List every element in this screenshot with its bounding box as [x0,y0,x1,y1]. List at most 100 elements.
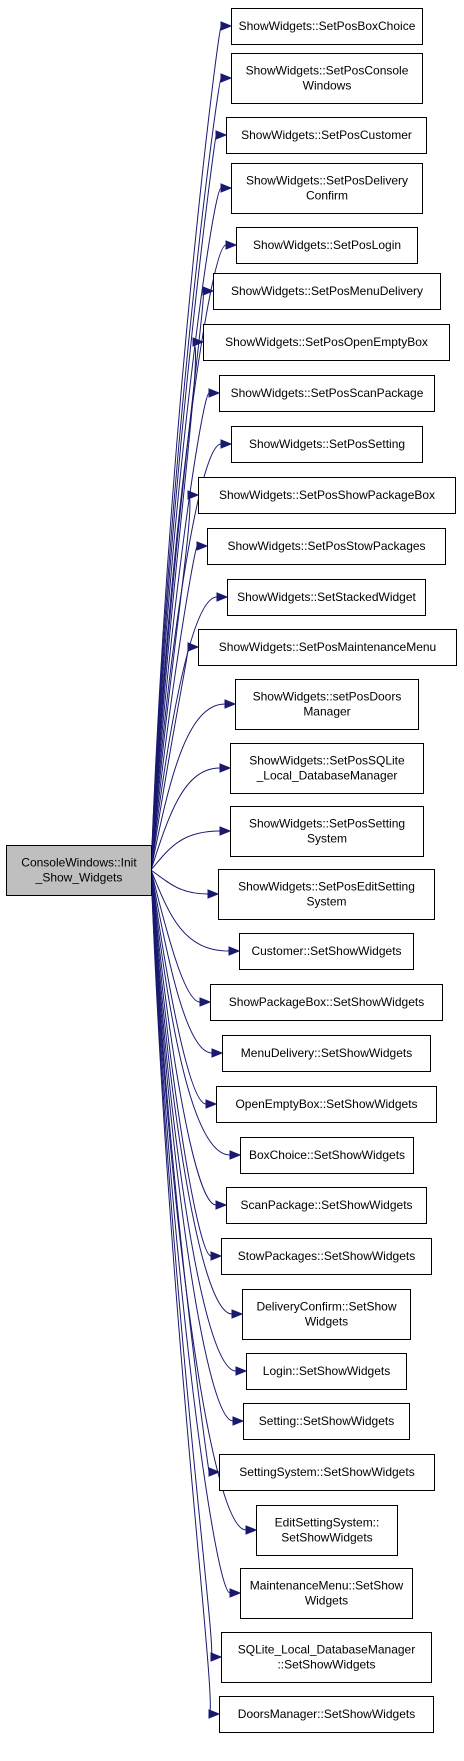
callee-node-n19[interactable]: ShowPackageBox::SetShowWidgets [210,984,443,1021]
callee-node-n5[interactable]: ShowWidgets::SetPosLogin [236,227,418,264]
callee-node-n13-label: ShowWidgets::SetPosMaintenanceMenu [219,640,436,654]
callee-node-n7[interactable]: ShowWidgets::SetPosOpenEmptyBox [203,324,450,361]
arrowhead-n26 [235,1366,248,1376]
call-edge-n19 [150,869,201,1003]
callee-node-n1[interactable]: ShowWidgets::SetPosBoxChoice [231,8,423,45]
callee-node-n10-label: ShowWidgets::SetPosShowPackageBox [219,488,435,502]
call-edge-n29 [150,869,247,1531]
callee-node-n27[interactable]: Setting::SetShowWidgets [243,1403,410,1440]
call-nodes: ConsoleWindows::Init_Show_Widgets ShowWid… [6,8,457,1733]
callee-node-n16-box [230,806,424,857]
callee-node-n12-box [227,579,426,616]
callee-node-n32[interactable]: DoorsManager::SetShowWidgets [219,1696,434,1733]
callee-node-n23[interactable]: ScanPackage::SetShowWidgets [226,1187,427,1224]
callee-node-n21-label: OpenEmptyBox::SetShowWidgets [235,1097,417,1111]
callee-node-n13[interactable]: ShowWidgets::SetPosMaintenanceMenu [198,629,457,666]
callee-node-n8[interactable]: ShowWidgets::SetPosScanPackage [219,375,435,412]
callee-node-n9[interactable]: ShowWidgets::SetPosSetting [231,426,423,463]
arrowhead-n28 [208,1467,221,1477]
callee-node-n30-label: Widgets [305,1594,348,1608]
callee-node-n6-label: ShowWidgets::SetPosMenuDelivery [231,284,423,298]
call-edge-n24 [150,869,212,1257]
callee-node-n18-box [239,933,414,970]
root-node-box [6,845,152,896]
callee-node-n5-label: ShowWidgets::SetPosLogin [253,238,401,252]
callee-node-n22-box [240,1137,414,1174]
callee-node-n31[interactable]: SQLite_Local_DatabaseManager::SetShowWid… [221,1632,432,1683]
callee-node-n15[interactable]: ShowWidgets::SetPosSQLite_Local_Database… [230,743,424,794]
arrowhead-n31 [210,1652,223,1662]
arrowhead-n10 [187,490,200,500]
callee-node-n24-box [221,1238,432,1275]
call-edge-n17 [150,869,209,895]
call-edge-n18 [150,869,230,952]
arrowhead-n6 [202,286,215,296]
call-edge-n3 [150,134,217,871]
arrowhead-n17 [207,889,220,899]
callee-node-n29[interactable]: EditSettingSystem::SetShowWidgets [256,1505,398,1556]
callee-node-n18[interactable]: Customer::SetShowWidgets [239,933,414,970]
root-node-label: _Show_Widgets [35,871,123,885]
callee-node-n23-box [226,1187,427,1224]
callee-node-n15-label: _Local_DatabaseManager [256,769,398,783]
arrowhead-n5 [225,240,238,250]
callee-node-n7-box [203,324,450,361]
callee-node-n6-box [213,273,441,310]
callee-node-n20-label: MenuDelivery::SetShowWidgets [241,1046,412,1060]
callee-node-n17-box [218,869,435,920]
callee-node-n32-box [219,1696,434,1733]
callee-node-n29-label: SetShowWidgets [281,1531,372,1545]
callee-node-n20-box [222,1035,431,1072]
callee-node-n11-label: ShowWidgets::SetPosStowPackages [227,539,425,553]
call-edge-n12 [150,596,218,871]
root-node[interactable]: ConsoleWindows::Init_Show_Widgets [6,845,152,896]
call-edge-n32 [150,869,211,1715]
callee-node-n3[interactable]: ShowWidgets::SetPosCustomer [226,117,427,154]
callee-node-n28-box [219,1454,435,1491]
callee-node-n26-box [246,1353,407,1390]
callee-node-n24[interactable]: StowPackages::SetShowWidgets [221,1238,432,1275]
arrowhead-n18 [228,946,241,956]
callee-node-n6[interactable]: ShowWidgets::SetPosMenuDelivery [213,273,441,310]
call-edges [150,21,258,1719]
callee-node-n8-box [219,375,435,412]
callee-node-n16-label: ShowWidgets::SetPosSetting [249,817,405,831]
call-edge-n14 [150,703,226,871]
callee-node-n20[interactable]: MenuDelivery::SetShowWidgets [222,1035,431,1072]
callee-node-n10[interactable]: ShowWidgets::SetPosShowPackageBox [198,477,456,514]
callee-node-n26[interactable]: Login::SetShowWidgets [246,1353,407,1390]
call-edge-n7 [150,341,196,871]
arrowhead-n19 [199,997,212,1007]
call-edge-n21 [150,869,207,1105]
callee-node-n12[interactable]: ShowWidgets::SetStackedWidget [227,579,426,616]
callee-node-n23-label: ScanPackage::SetShowWidgets [240,1198,412,1212]
callee-node-n1-label: ShowWidgets::SetPosBoxChoice [239,19,416,33]
callee-node-n14-label: ShowWidgets::setPosDoors [253,690,402,704]
callee-node-n1-box [231,8,423,45]
arrowhead-n32 [208,1709,221,1719]
callee-node-n30-box [240,1568,413,1619]
callee-node-n15-label: ShowWidgets::SetPosSQLite [249,754,405,768]
call-edge-n25 [150,869,233,1315]
callee-node-n22[interactable]: BoxChoice::SetShowWidgets [240,1137,414,1174]
callee-node-n28[interactable]: SettingSystem::SetShowWidgets [219,1454,435,1491]
call-edge-n15 [150,767,221,871]
callee-node-n4-label: ShowWidgets::SetPosDelivery [246,174,408,188]
callee-node-n10-box [198,477,456,514]
arrowhead-n21 [205,1099,218,1109]
callee-node-n25-label: DeliveryConfirm::SetShow [256,1300,396,1314]
arrowhead-n3 [215,130,228,140]
callee-node-n30[interactable]: MaintenanceMenu::SetShowWidgets [240,1568,413,1619]
callee-node-n25[interactable]: DeliveryConfirm::SetShowWidgets [242,1289,411,1340]
arrowhead-n30 [229,1588,242,1598]
callee-node-n21[interactable]: OpenEmptyBox::SetShowWidgets [216,1086,437,1123]
call-edge-n11 [150,545,198,871]
call-edge-n26 [150,869,237,1372]
callee-node-n11[interactable]: ShowWidgets::SetPosStowPackages [207,528,446,565]
callee-node-n2-label: Windows [303,79,352,93]
